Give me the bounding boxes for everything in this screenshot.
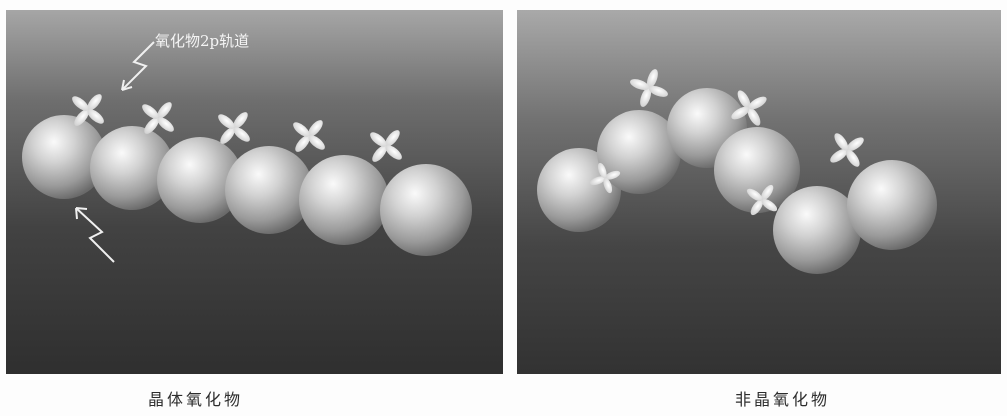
crystalline-oxide-figure <box>6 10 503 374</box>
caption-crystalline: 晶体氧化物 <box>148 386 243 410</box>
orbital-label: 氧化物2p轨道 <box>155 30 249 51</box>
caption-amorphous: 非晶氧化物 <box>735 386 830 410</box>
amorphous-oxide-figure <box>517 10 1001 374</box>
